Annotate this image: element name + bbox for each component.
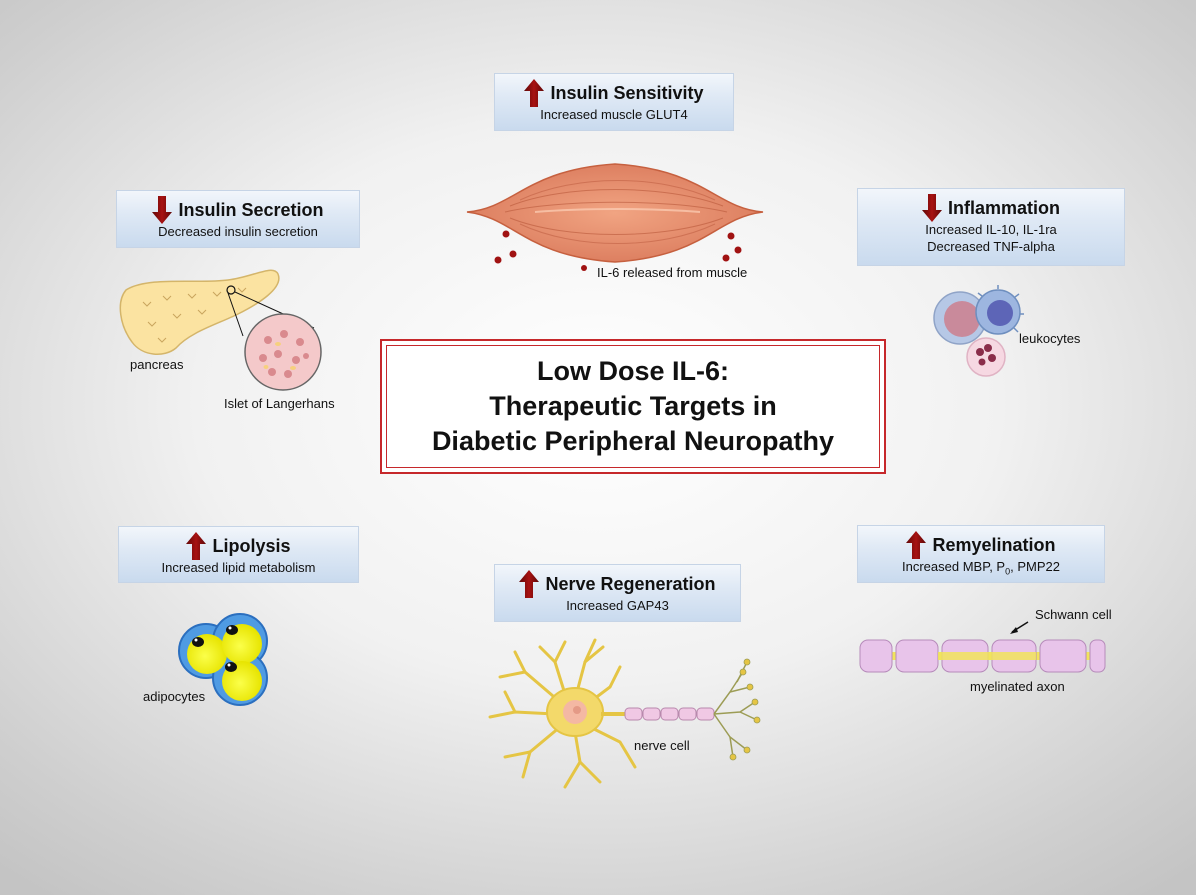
- arrow-down-icon: [922, 194, 942, 222]
- islet-label: Islet of Langerhans: [224, 396, 335, 411]
- title-line-1: Low Dose IL-6:: [536, 356, 729, 386]
- lipolysis-sub: Increased lipid metabolism: [161, 560, 316, 575]
- remyelination-sub-subscript: 0: [1005, 566, 1011, 577]
- arrow-up-icon: [524, 79, 544, 107]
- nerve-regeneration-card: Nerve Regeneration Increased GAP43: [494, 564, 741, 622]
- insulin-secretion-heading: Insulin Secretion: [178, 199, 324, 220]
- myelinated-axon-illustration: [859, 621, 1106, 673]
- remyelination-sub-prefix: Increased MBP, P: [902, 559, 1006, 574]
- insulin-secretion-card: Insulin Secretion Decreased insulin secr…: [116, 190, 360, 248]
- arrow-down-icon: [152, 196, 172, 224]
- insulin-sensitivity-sub: Increased muscle GLUT4: [540, 107, 688, 122]
- title-line-3: Diabetic Peripheral Neuropathy: [431, 426, 835, 456]
- pancreas-illustration: [119, 269, 322, 391]
- remyelination-card: Remyelination Increased MBP, P0, PMP22: [857, 525, 1105, 583]
- nerve-regeneration-sub: Increased GAP43: [566, 598, 669, 613]
- il6-released-label: IL-6 released from muscle: [597, 265, 748, 280]
- lipolysis-heading: Lipolysis: [212, 535, 291, 556]
- insulin-sensitivity-heading: Insulin Sensitivity: [550, 82, 704, 103]
- schwann-cell-label: Schwann cell: [1035, 607, 1112, 622]
- arrow-up-icon: [519, 570, 539, 598]
- central-title-box: Low Dose IL-6: Therapeutic Targets in Di…: [380, 339, 886, 474]
- arrow-up-icon: [186, 532, 206, 560]
- lipolysis-card: Lipolysis Increased lipid metabolism: [118, 526, 359, 583]
- muscle-illustration: [466, 163, 764, 271]
- adipocytes-illustration: [178, 613, 268, 706]
- leukocytes-label: leukocytes: [1019, 331, 1081, 346]
- leukocytes-illustration: [933, 285, 1024, 377]
- title-line-2: Therapeutic Targets in: [489, 391, 777, 421]
- nerve-regeneration-heading: Nerve Regeneration: [545, 573, 716, 594]
- nerve-cell-illustration: [488, 638, 761, 789]
- inflammation-heading: Inflammation: [947, 197, 1060, 218]
- inflammation-sub-1: Increased IL-10, IL-1ra: [925, 222, 1057, 237]
- arrow-up-icon: [906, 531, 926, 559]
- pancreas-label: pancreas: [130, 357, 184, 372]
- insulin-secretion-sub: Decreased insulin secretion: [158, 224, 318, 239]
- insulin-sensitivity-card: Insulin Sensitivity Increased muscle GLU…: [494, 73, 734, 131]
- remyelination-sub-suffix: , PMP22: [1010, 559, 1060, 574]
- remyelination-heading: Remyelination: [932, 534, 1056, 555]
- adipocytes-label: adipocytes: [143, 689, 206, 704]
- remyelination-sub: Increased MBP, P0, PMP22: [858, 558, 1104, 581]
- nerve-cell-label: nerve cell: [634, 738, 690, 753]
- inflammation-sub-2: Decreased TNF-alpha: [927, 239, 1055, 254]
- inflammation-card: Inflammation Increased IL-10, IL-1ra Dec…: [857, 188, 1125, 266]
- myelinated-axon-label: myelinated axon: [970, 679, 1065, 694]
